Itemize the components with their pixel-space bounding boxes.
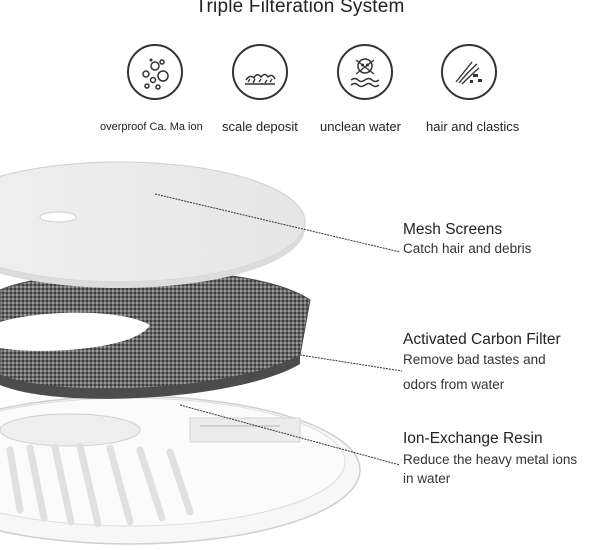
filter-illustration xyxy=(0,161,403,545)
page-title: Triple Filteration System xyxy=(195,0,405,17)
scale-deposit-icon xyxy=(232,44,288,100)
layer-desc-resin-2: in water xyxy=(403,471,451,486)
unclean-water-icon xyxy=(337,44,393,100)
leader-line-resin xyxy=(179,404,401,466)
leader-line-carbon xyxy=(299,354,403,372)
icon-label-unclean: unclean water xyxy=(320,119,401,134)
calcium-ions-icon xyxy=(127,44,183,100)
layer-title-resin: Ion-Exchange Resin xyxy=(403,430,543,447)
layer-desc-resin-1: Reduce the heavy metal ions xyxy=(403,452,578,467)
layer-title-mesh: Mesh Screens xyxy=(403,221,503,238)
layer-title-carbon: Activated Carbon Filter xyxy=(403,331,561,348)
layer-desc-carbon-2: odors from water xyxy=(403,377,505,392)
activated-carbon-ring xyxy=(0,270,311,399)
icon-label-hair: hair and clastics xyxy=(426,119,520,134)
hair-plastics-icon xyxy=(441,44,497,100)
layer-desc-carbon-1: Remove bad tastes and xyxy=(403,352,546,367)
icon-label-scale: scale deposit xyxy=(222,119,298,134)
mesh-screen-disc xyxy=(0,161,306,288)
ion-exchange-tray xyxy=(0,395,361,545)
layer-desc-mesh: Catch hair and debris xyxy=(403,241,532,256)
icon-label-calcium: overproof Ca. Ma ion xyxy=(100,121,203,133)
